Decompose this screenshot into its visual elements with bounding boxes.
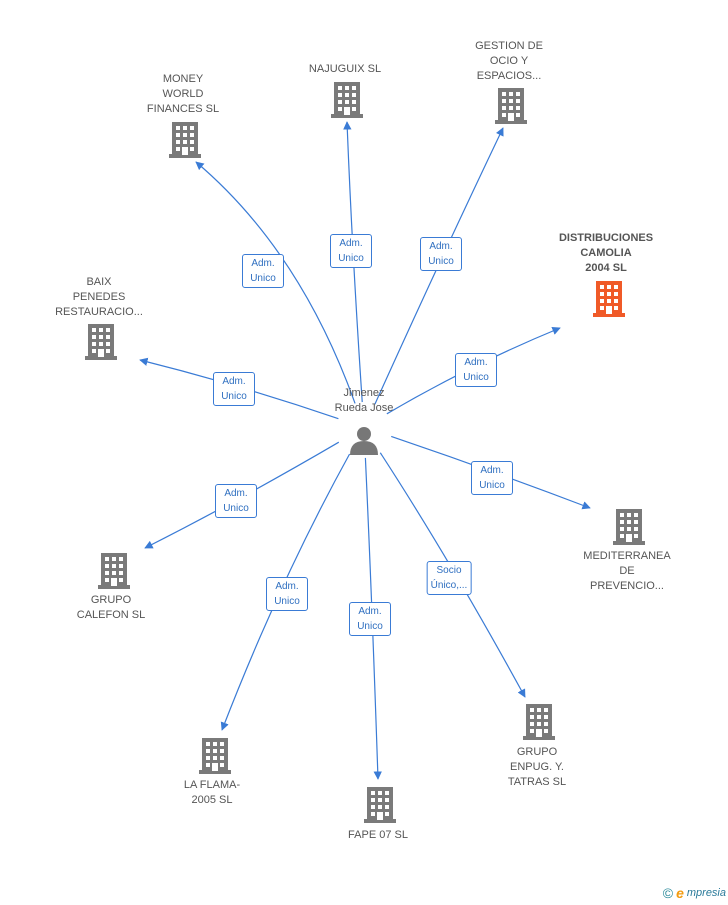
edge-label-line: Adm. xyxy=(429,241,453,252)
building-icon[interactable] xyxy=(331,82,363,118)
edge-label-laflama[interactable]: Adm. Unico xyxy=(266,577,308,611)
company-label-fape[interactable]: FAPE 07 SL xyxy=(348,828,408,843)
edge-label-gestion[interactable]: Adm. Unico xyxy=(420,237,462,271)
icons-layer xyxy=(85,82,645,823)
edge-label-line: Unico xyxy=(428,256,454,267)
person-label-line: Jimenez xyxy=(343,387,385,399)
edge-label-calefon[interactable]: Adm. Unico xyxy=(215,484,257,518)
company-label-line: PREVENCIO... xyxy=(590,580,664,592)
company-label-line: OCIO Y xyxy=(489,55,529,67)
edge-label-line: Socio xyxy=(436,565,462,576)
company-label-mediterranea[interactable]: MEDITERRANEA DE PREVENCIO... xyxy=(583,549,670,594)
company-label-distribuciones[interactable]: DISTRIBUCIONES CAMOLIA 2004 SL xyxy=(559,231,653,276)
edge-label-line: Único,... xyxy=(430,580,468,591)
edge-label-line: Adm. xyxy=(480,465,504,476)
edge-label-line: Unico xyxy=(357,621,383,632)
company-label-line: MONEY xyxy=(162,73,204,85)
company-label-line: DISTRIBUCIONES xyxy=(558,232,654,244)
edge-label-line: Adm. xyxy=(251,258,275,269)
brand-logo-initial: e xyxy=(676,885,684,901)
company-label-najuguix[interactable]: NAJUGUIX SL xyxy=(309,62,381,77)
copyright-symbol: © xyxy=(662,885,674,901)
edge-label-fape[interactable]: Adm. Unico xyxy=(349,602,391,636)
edge-label-line: Unico xyxy=(250,273,276,284)
building-icon[interactable] xyxy=(364,787,396,823)
building-icon[interactable] xyxy=(85,324,117,360)
company-label-line: ESPACIOS... xyxy=(476,70,542,82)
building-icon[interactable] xyxy=(613,509,645,545)
building-icon[interactable] xyxy=(593,281,625,317)
company-label-line: DE xyxy=(619,565,635,577)
brand-logo-text: mpresia xyxy=(686,887,726,899)
company-label-money[interactable]: MONEY WORLD FINANCES SL xyxy=(147,72,219,117)
edge-label-line: Unico xyxy=(274,596,300,607)
company-label-line: WORLD xyxy=(162,88,204,100)
company-label-calefon[interactable]: GRUPO CALEFON SL xyxy=(77,593,145,623)
edge-label-najuguix[interactable]: Adm. Unico xyxy=(330,234,372,268)
building-icon[interactable] xyxy=(523,704,555,740)
edge-label-line: Adm. xyxy=(358,606,382,617)
edge-label-line: Adm. xyxy=(339,238,363,249)
company-label-line: ENPUG. Y. xyxy=(509,761,564,773)
edge-label-line: Adm. xyxy=(464,357,488,368)
company-label-gestion[interactable]: GESTION DE OCIO Y ESPACIOS... xyxy=(475,39,543,84)
company-label-line: BAIX xyxy=(86,276,112,288)
company-label-line: 2005 SL xyxy=(191,794,233,806)
company-label-line: GRUPO xyxy=(516,746,558,758)
edge-label-line: Unico xyxy=(223,503,249,514)
company-label-line: CAMOLIA xyxy=(580,247,632,259)
company-label-line: NAJUGUIX SL xyxy=(308,63,382,75)
edge-label-line: Unico xyxy=(221,391,247,402)
company-label-laflama[interactable]: LA FLAMA- 2005 SL xyxy=(184,778,240,808)
building-icon[interactable] xyxy=(169,122,201,158)
edge-label-line: Unico xyxy=(338,253,364,264)
company-label-baix[interactable]: BAIX PENEDES RESTAURACIO... xyxy=(55,275,143,320)
edge-label-distribuciones[interactable]: Adm. Unico xyxy=(455,353,497,387)
person-label-line: Rueda Jose xyxy=(334,402,394,414)
company-label-line: GRUPO xyxy=(90,594,132,606)
edge-label-baix[interactable]: Adm. Unico xyxy=(213,372,255,406)
edge-label-mediterranea[interactable]: Adm. Unico xyxy=(471,461,513,495)
edge-label-line: Adm. xyxy=(275,581,299,592)
company-label-line: PENEDES xyxy=(72,291,126,303)
company-label-line: MEDITERRANEA xyxy=(583,550,671,562)
edge-label-line: Unico xyxy=(463,372,489,383)
company-label-line: 2004 SL xyxy=(585,262,627,274)
building-icon[interactable] xyxy=(98,553,130,589)
company-label-line: CALEFON SL xyxy=(76,609,146,621)
building-icon[interactable] xyxy=(199,738,231,774)
person-icon[interactable] xyxy=(350,427,378,455)
edge-label-line: Adm. xyxy=(222,376,246,387)
edge-label-line: Adm. xyxy=(224,488,248,499)
edge-label-money[interactable]: Adm. Unico xyxy=(242,254,284,288)
company-label-line: LA FLAMA- xyxy=(183,779,241,791)
company-label-line: RESTAURACIO... xyxy=(55,306,143,318)
edge-money xyxy=(195,161,356,404)
company-label-line: FINANCES SL xyxy=(146,103,220,115)
company-label-line: TATRAS SL xyxy=(507,776,567,788)
company-label-line: GESTION DE xyxy=(475,40,543,52)
company-label-enpug[interactable]: GRUPO ENPUG. Y. TATRAS SL xyxy=(508,745,566,790)
edge-label-line: Unico xyxy=(479,480,505,491)
building-icon[interactable] xyxy=(495,88,527,124)
company-label-line: FAPE 07 SL xyxy=(348,829,408,841)
